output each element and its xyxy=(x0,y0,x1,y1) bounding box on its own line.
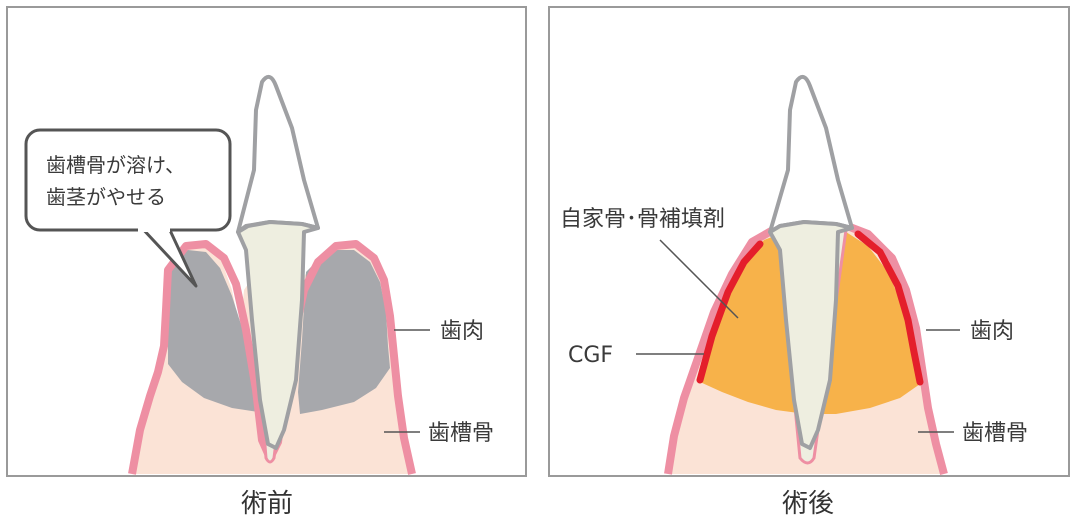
before-tooth-neck xyxy=(236,220,320,450)
before-lost-bone-right xyxy=(298,250,390,414)
before-lost-bone xyxy=(168,250,258,412)
before-callout-line2: 歯茎がやせる xyxy=(46,185,166,209)
before-callout-box xyxy=(24,128,232,232)
before-callout-line1: 歯槽骨が溶け、 xyxy=(46,153,185,177)
before-gum-label: 歯肉 xyxy=(440,319,484,344)
after-panel: 自家骨･骨補填剤 CGF 歯肉 歯槽骨 術後 xyxy=(548,6,1070,519)
after-graft-label: 自家骨･骨補填剤 xyxy=(560,207,725,232)
after-gum-label: 歯肉 xyxy=(970,319,1014,344)
before-panel: 歯槽骨が溶け、 歯茎がやせる 歯肉 歯槽骨 術前 xyxy=(6,6,527,519)
after-bone-label: 歯槽骨 xyxy=(962,421,1028,446)
after-cgf-left xyxy=(696,240,764,384)
after-cgf-right xyxy=(854,230,924,386)
before-bone-label: 歯槽骨 xyxy=(428,421,494,446)
after-tooth-neck xyxy=(768,220,854,450)
after-caption: 術後 xyxy=(782,489,834,519)
before-caption: 術前 xyxy=(241,489,293,519)
after-cgf-label: CGF xyxy=(568,343,613,368)
after-graft-leader xyxy=(659,239,739,319)
